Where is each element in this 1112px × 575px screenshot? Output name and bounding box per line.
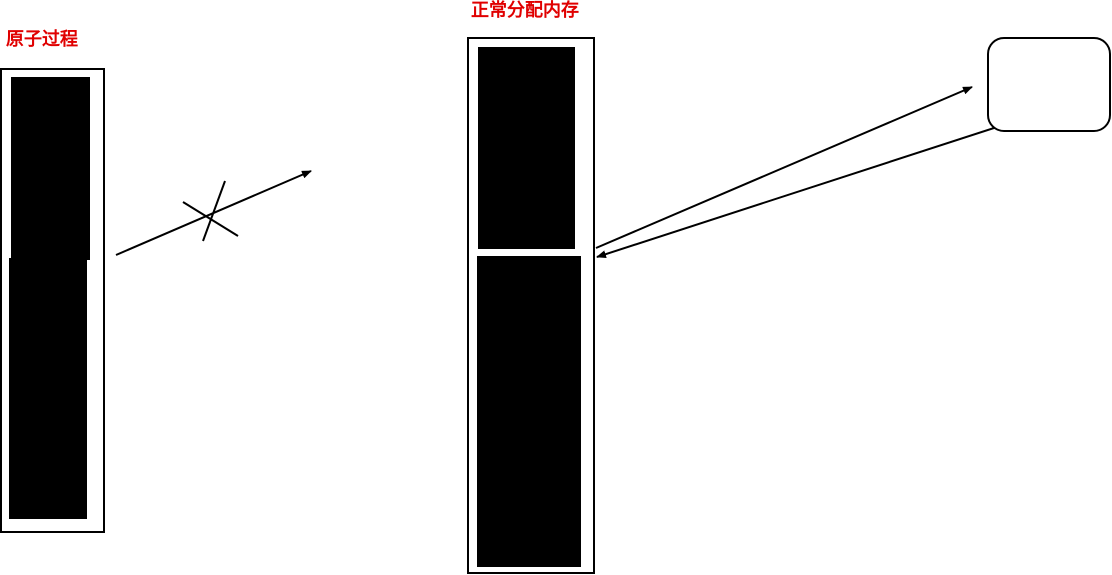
normal-alloc-label: 正常分配内存 [471,0,579,21]
arrow-right-icon [595,86,973,249]
atomic-process-label: 原子过程 [6,29,78,50]
x-cross-icon [182,180,239,242]
atomic-memory-block-lower [9,258,87,519]
allocator-box [987,37,1111,132]
normal-memory-block-upper [478,47,575,249]
arrow-left-icon [596,126,998,259]
normal-memory-block-lower [477,256,581,567]
atomic-memory-block-upper [11,77,90,260]
